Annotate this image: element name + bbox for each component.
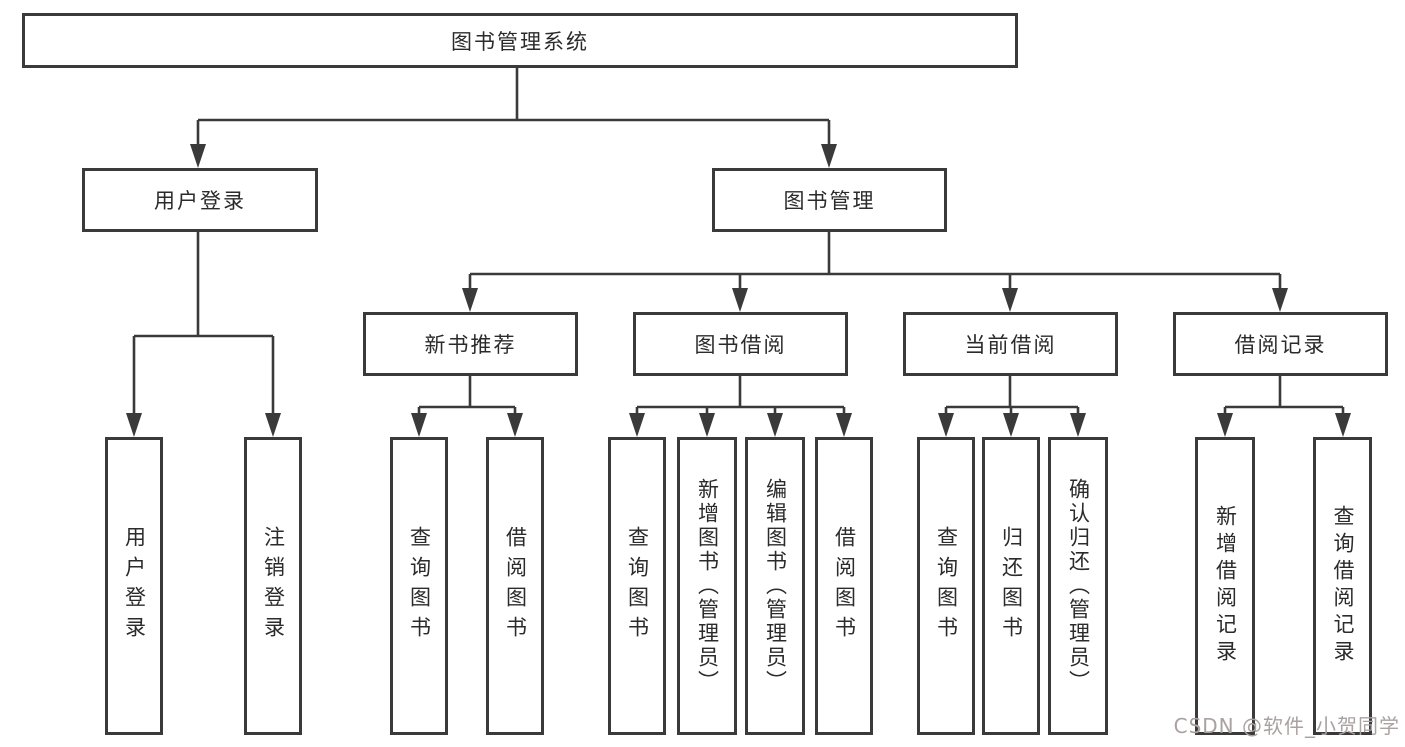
node-current-borrow: 当前借阅	[903, 312, 1118, 376]
arrowhead	[767, 413, 783, 437]
leaf-add-borrow-record: 新增借阅记录	[1195, 437, 1255, 735]
leaf-edit-books-admin: 编辑图书（管理员）	[745, 437, 805, 735]
arrowhead	[1003, 413, 1019, 437]
connector-bookmgmt-to-level3	[468, 232, 1282, 290]
node-borrow-records: 借阅记录	[1173, 312, 1388, 376]
arrowhead	[411, 413, 427, 437]
connector-newbooks-to-leaves	[417, 376, 517, 415]
arrowhead	[462, 288, 478, 312]
arrowhead	[1070, 413, 1086, 437]
leaf-borrow-books-bookborrow: 借阅图书	[815, 437, 873, 735]
leaf-query-books-bookborrow: 查询图书	[608, 437, 666, 735]
arrowhead	[1217, 413, 1233, 437]
arrowhead	[938, 413, 954, 437]
node-book-management: 图书管理	[712, 168, 947, 232]
arrowhead	[265, 413, 281, 437]
leaf-query-books-newbooks: 查询图书	[390, 437, 448, 735]
connector-userlogin-to-leaves	[132, 232, 275, 415]
leaf-query-books-currentborrow: 查询图书	[917, 437, 975, 735]
arrowhead	[126, 413, 142, 437]
connector-root-to-level2	[196, 68, 831, 146]
connector-bookborrow-to-leaves	[635, 376, 846, 415]
arrowhead	[190, 144, 206, 168]
arrowhead	[507, 413, 523, 437]
arrowhead	[821, 144, 837, 168]
arrowhead	[732, 288, 748, 312]
leaf-query-borrow-record: 查询借阅记录	[1313, 437, 1372, 735]
connector-currentborrow-to-leaves	[944, 376, 1080, 415]
node-user-login: 用户登录	[82, 168, 318, 232]
connector-borrowrecords-to-leaves	[1223, 376, 1345, 415]
arrowhead	[699, 413, 715, 437]
node-root: 图书管理系统	[22, 13, 1018, 68]
arrowhead	[629, 413, 645, 437]
leaf-user-login: 用户登录	[105, 437, 163, 735]
leaf-add-books-admin: 新增图书（管理员）	[677, 437, 737, 735]
arrowhead	[1272, 288, 1288, 312]
arrowhead	[1335, 413, 1351, 437]
node-book-borrow: 图书借阅	[633, 312, 848, 376]
arrowhead	[1002, 288, 1018, 312]
leaf-return-books: 归还图书	[982, 437, 1040, 735]
node-new-book-recommend: 新书推荐	[363, 312, 578, 376]
leaf-borrow-books-newbooks: 借阅图书	[486, 437, 544, 735]
arrowhead	[836, 413, 852, 437]
leaf-logout: 注销登录	[244, 437, 302, 735]
leaf-confirm-return-admin: 确认归还（管理员）	[1048, 437, 1108, 735]
